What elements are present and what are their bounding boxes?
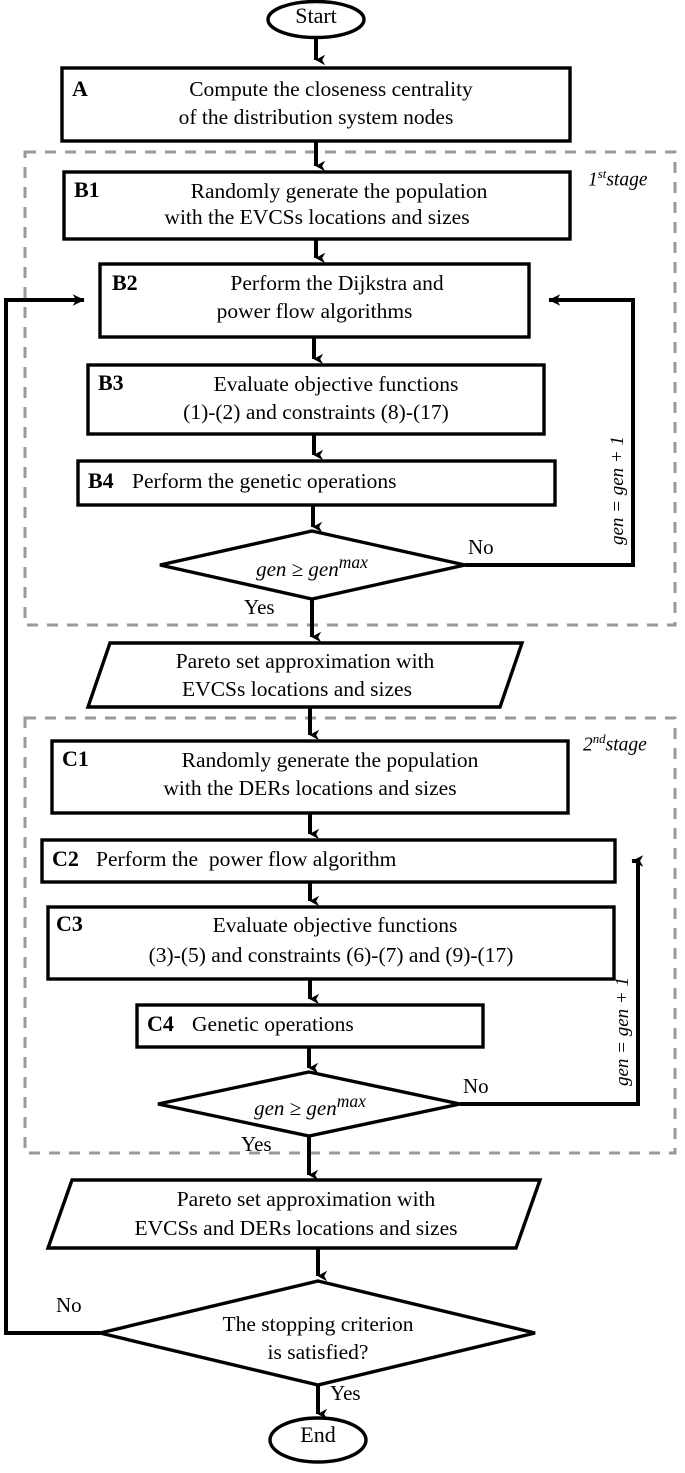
process-box-B1 <box>62 170 572 241</box>
data-block-pareto1 <box>85 641 525 709</box>
stage2-region <box>23 716 677 1155</box>
decision-diamond-stage2 <box>157 1070 461 1138</box>
process-box-B2 <box>98 262 531 339</box>
feedback-loop-outer <box>4 294 100 1335</box>
process-box-C4 <box>135 1003 485 1049</box>
end-terminator <box>268 1416 368 1464</box>
process-box-A <box>60 66 572 143</box>
data-block-pareto2 <box>45 1178 543 1250</box>
decision-diamond-stopping <box>99 1279 536 1387</box>
decision-diamond-stage1 <box>159 529 466 601</box>
feedback-loop-stage1 <box>465 294 635 567</box>
process-box-C2 <box>40 838 617 884</box>
process-box-B4 <box>76 459 557 507</box>
start-terminator <box>266 0 366 40</box>
process-box-C3 <box>46 905 616 981</box>
process-box-B3 <box>86 363 546 436</box>
feedback-loop-stage2 <box>460 855 644 1106</box>
stage1-region <box>23 150 677 627</box>
process-box-C1 <box>50 739 570 815</box>
